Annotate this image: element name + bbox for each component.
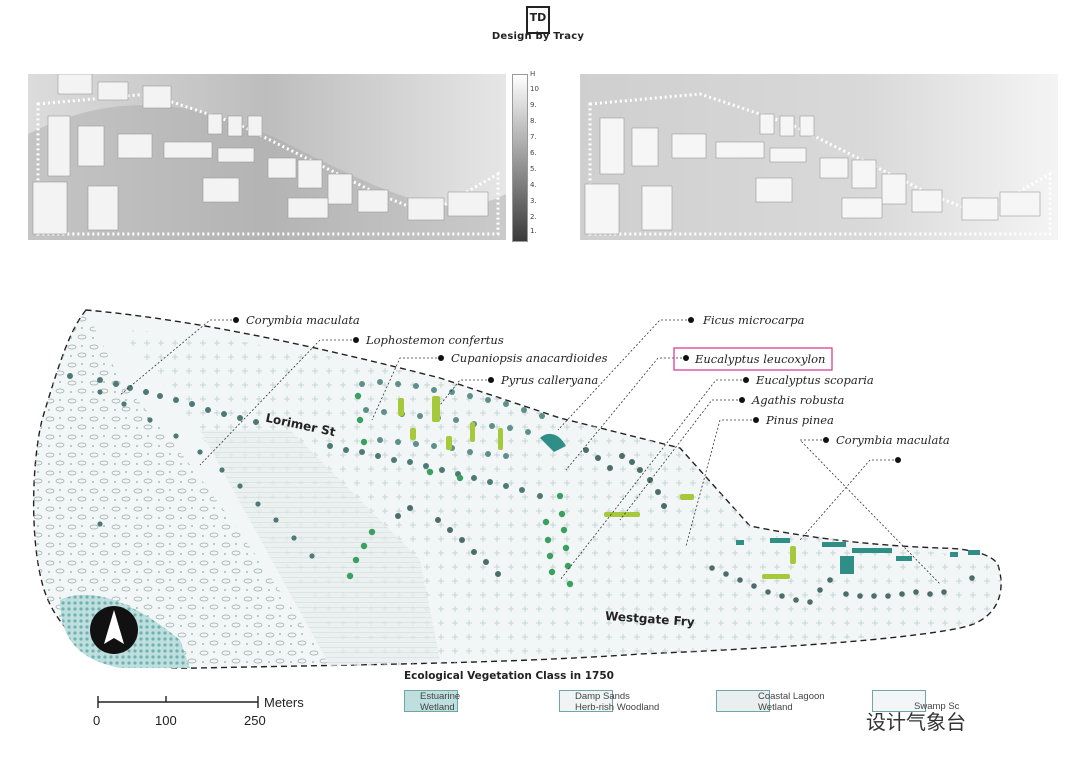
- scale-bar-unit: Meters: [264, 695, 304, 710]
- legend-swatch-damp-sands: [559, 690, 613, 712]
- species-label-agathis: Agathis robusta: [752, 393, 845, 407]
- height-scale-tick: 6.: [530, 149, 537, 157]
- height-scale-tick: 5.: [530, 165, 537, 173]
- north-arrow-icon: [90, 606, 138, 654]
- height-scale-title: H: [530, 70, 536, 78]
- watermark: 设计气象台: [866, 710, 966, 734]
- height-scale-tick: 9.: [530, 101, 537, 109]
- species-label-pinus: Pinus pinea: [766, 413, 834, 427]
- height-map-left: [28, 74, 506, 240]
- scale-bar: [97, 696, 259, 708]
- species-label-corymbia-maculata-1: Corymbia maculata: [246, 313, 360, 327]
- height-scale-tick: 1.: [530, 227, 537, 235]
- brand-name: Design by Tracy: [491, 31, 585, 42]
- height-map-right: [580, 74, 1058, 240]
- legend-title: Ecological Vegetation Class in 1750: [404, 670, 614, 682]
- species-label-eucalyptus-leucoxylon: Eucalyptus leucoxylon: [695, 352, 826, 366]
- species-label-lophostemon: Lophostemon confertus: [366, 333, 504, 347]
- scale-bar-tick: 100: [155, 713, 177, 728]
- species-label-corymbia-maculata-2: Corymbia maculata: [836, 433, 950, 447]
- legend-swatch-coastal-lagoon: [716, 690, 770, 712]
- height-scale-tick: 8.: [530, 117, 537, 125]
- height-scale-tick: 7.: [530, 133, 537, 141]
- height-scale-tick: 4.: [530, 181, 537, 189]
- legend-label: Swamp Sc: [914, 701, 960, 712]
- species-label-eucalyptus-scoparia: Eucalyptus scoparia: [756, 373, 874, 387]
- species-label-cupaniopsis: Cupaniopsis anacardioides: [451, 351, 608, 365]
- scale-bar-tick: 250: [244, 713, 266, 728]
- legend-swatch-swamp: [872, 690, 926, 712]
- height-scale-tick: 2.: [530, 213, 537, 221]
- highlight-box: [673, 347, 833, 371]
- height-scale-tick: 3.: [530, 197, 537, 205]
- legend-swatch-estuarine: [404, 690, 458, 712]
- scale-bar-tick: 0: [93, 713, 101, 728]
- height-scale-tick: 10: [530, 85, 539, 93]
- height-color-scale: [512, 74, 528, 242]
- brand-logo: TD: [526, 6, 550, 34]
- species-label-ficus: Ficus microcarpa: [703, 313, 805, 327]
- species-label-pyrus: Pyrus calleryana: [501, 373, 599, 387]
